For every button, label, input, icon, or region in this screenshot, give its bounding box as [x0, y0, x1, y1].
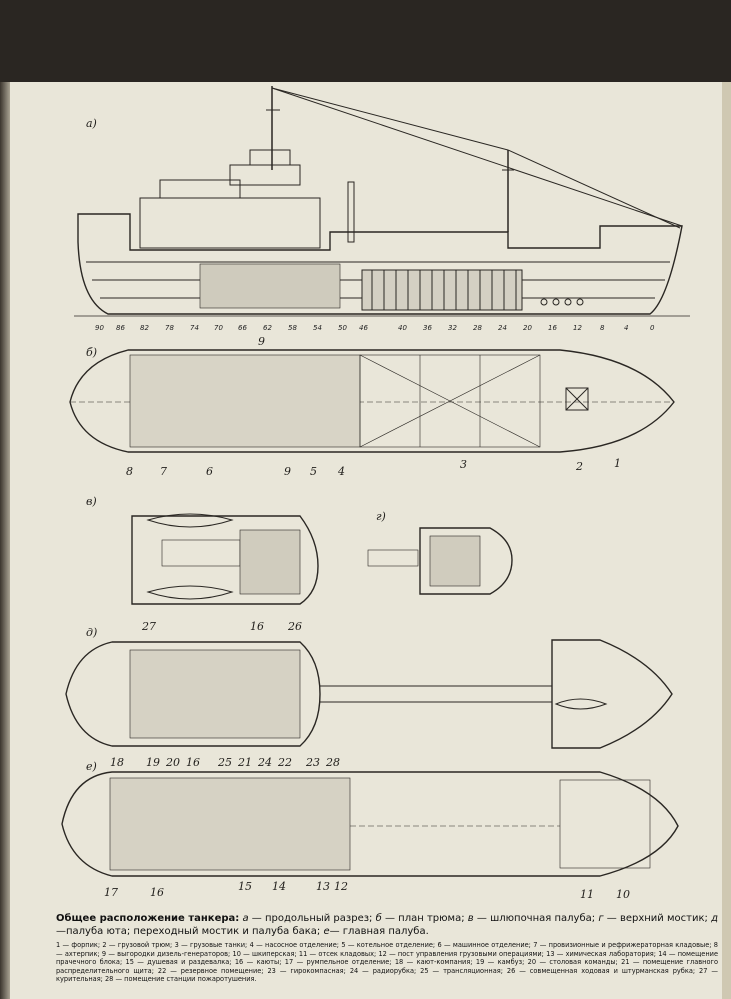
caption-part: — главная палуба.: [329, 926, 429, 937]
frame-number: 36: [423, 324, 432, 332]
frame-number: 86: [116, 324, 125, 332]
poop-callout: 27: [141, 620, 156, 633]
hold-callout: 5: [310, 465, 317, 478]
frame-number: 46: [359, 324, 368, 332]
hold-callout: 6: [206, 465, 213, 478]
hold-callout: 9: [284, 465, 291, 478]
caption-part: — продольный разрез;: [248, 913, 376, 924]
panel-label-e: е): [86, 760, 97, 773]
main-deck: е) 18 19 20 16 25 21 24 22 23 28 17 16 1…: [61, 756, 679, 901]
hold-callout: 7: [160, 465, 167, 478]
longitudinal-section: а) 90 86 82 78 74: [74, 86, 690, 332]
panel-label-a: а): [86, 117, 97, 130]
main-deck-callout: 28: [325, 756, 340, 769]
frame-number: 20: [523, 324, 532, 332]
hold-callout: 1: [614, 457, 621, 470]
main-deck-callout: 16: [150, 886, 164, 899]
frame-number: 82: [140, 324, 149, 332]
caption-part: — верхний мостик;: [603, 913, 712, 924]
caption-part: — план трюма;: [381, 913, 468, 924]
main-deck-callout: 16: [186, 756, 200, 769]
panel-label-d: д): [86, 626, 97, 639]
frame-number: 58: [288, 324, 297, 332]
caption-key: б: [375, 913, 382, 924]
main-deck-callout: 22: [277, 756, 292, 769]
main-deck-callout: 12: [334, 880, 348, 893]
main-deck-callout: 25: [217, 756, 232, 769]
caption-key: д: [711, 913, 719, 924]
frame-number: 24: [498, 324, 507, 332]
caption-key: е: [323, 926, 330, 937]
frame-number: 74: [190, 324, 199, 332]
frame-number: 54: [313, 324, 322, 332]
frame-number: 4: [624, 324, 628, 332]
next-page-edge: [722, 82, 731, 999]
boat-deck-callout: 26: [287, 620, 302, 633]
frame-number: 62: [263, 324, 272, 332]
hold-plan: б) 9 8 7 6 9 5 4 3 2 1: [69, 335, 675, 478]
panel-label-b: б): [86, 346, 97, 359]
caption-title: Общее расположение танкера:: [56, 913, 240, 924]
caption-key: а: [242, 913, 249, 924]
main-deck-callout: 18: [110, 756, 124, 769]
main-deck-callout: 24: [257, 756, 272, 769]
main-deck-callout: 13: [316, 880, 330, 893]
caption-part: — шлюпочная палуба;: [473, 913, 599, 924]
main-deck-callout: 14: [272, 880, 286, 893]
frame-number: 78: [165, 324, 174, 332]
frame-number: 70: [214, 324, 223, 332]
poop-callout: 16: [250, 620, 264, 633]
panel-label-g: г): [376, 510, 386, 523]
frame-number: 50: [338, 324, 347, 332]
frame-number: 8: [600, 324, 605, 332]
caption-key: в: [467, 913, 474, 924]
main-deck-callout: 11: [580, 888, 594, 901]
frame-number: 90: [95, 324, 104, 332]
hold-callout: 8: [126, 465, 133, 478]
main-deck-callout: 17: [104, 886, 118, 899]
caption-part: —палуба юта; переходный мостик и палуба …: [56, 926, 324, 937]
book-spine: [0, 82, 10, 999]
caption-key: г: [598, 913, 604, 924]
main-deck-callout: 21: [237, 756, 252, 769]
frame-number: 66: [238, 324, 247, 332]
poop-deck: д) 27 16: [65, 620, 673, 749]
frame-number: 32: [448, 324, 457, 332]
upper-bridge: г): [367, 510, 513, 595]
frame-number: 16: [548, 324, 557, 332]
panel-label-v: в): [86, 495, 97, 508]
main-deck-callout: 20: [165, 756, 180, 769]
hold-callout: 4: [337, 465, 345, 478]
figure-legend: 1 — форпик; 2 — грузовой трюм; 3 — грузо…: [56, 941, 718, 984]
frame-number: 12: [573, 324, 582, 332]
hold-callout: 3: [460, 458, 467, 471]
main-deck-callout: 10: [616, 888, 630, 901]
hold-callout: 2: [575, 460, 583, 473]
main-deck-callout: 23: [305, 756, 320, 769]
boat-deck: в) 26: [86, 495, 319, 633]
main-deck-callout: 19: [146, 756, 160, 769]
frame-number: 28: [473, 324, 482, 332]
hold-callout: 9: [258, 335, 265, 348]
figure-caption: Общее расположение танкера: а — продольн…: [56, 912, 718, 938]
main-deck-callout: 15: [238, 880, 252, 893]
frame-number: 40: [398, 324, 407, 332]
frame-number: 0: [650, 324, 655, 332]
